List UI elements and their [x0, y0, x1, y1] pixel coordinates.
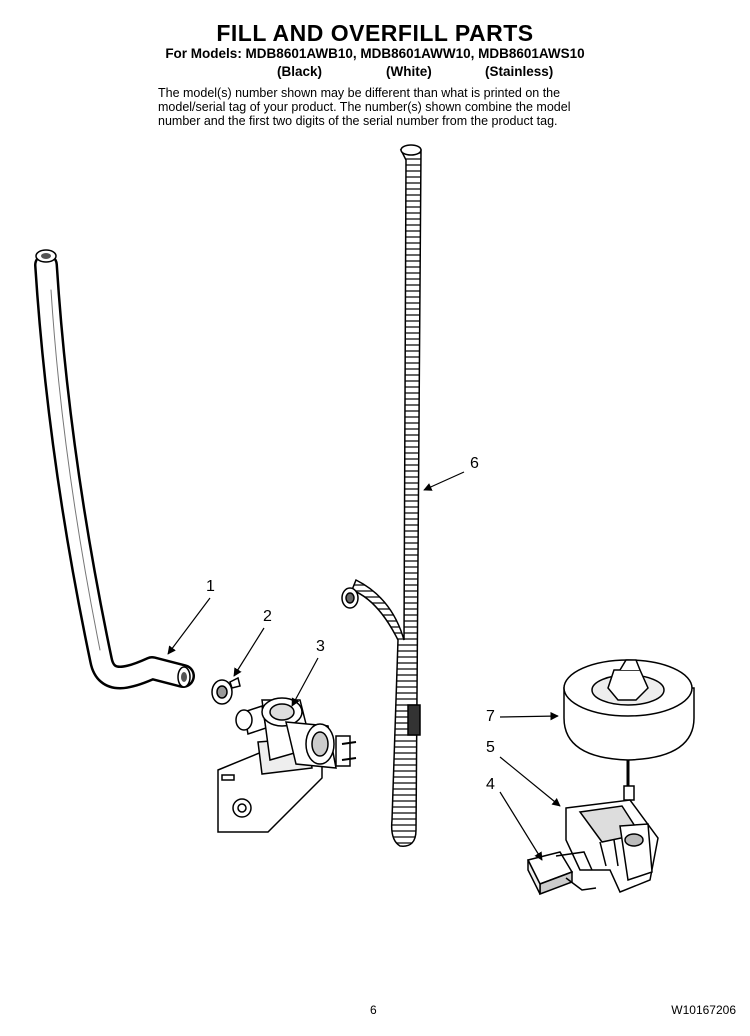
switch-bracket — [565, 799, 659, 893]
finish-white: (White) — [386, 64, 432, 79]
water-valve — [217, 697, 357, 833]
callout-2: 2 — [263, 608, 272, 625]
callout-5: 5 — [486, 739, 495, 756]
model-note-line: model/serial tag of your product. The nu… — [158, 100, 571, 114]
callout-4: 4 — [486, 776, 495, 793]
finish-stainless: (Stainless) — [485, 64, 554, 79]
callout-6: 6 — [470, 455, 479, 472]
model-note-line: number and the first two digits of the s… — [158, 114, 558, 128]
document-number: W10167206 — [671, 1003, 736, 1017]
finish-black: (Black) — [277, 64, 323, 79]
float-cap — [563, 659, 695, 801]
page-title: FILL AND OVERFILL PARTS — [216, 20, 534, 46]
callout-1: 1 — [206, 578, 215, 595]
page-number: 6 — [370, 1003, 377, 1017]
callout-3: 3 — [316, 638, 325, 655]
model-note-line: The model(s) number shown may be differe… — [158, 86, 561, 100]
callout-7: 7 — [486, 708, 495, 725]
hose-clamp — [211, 676, 241, 705]
model-note: The model(s) number shown may be differe… — [158, 86, 608, 128]
model-list: For Models: MDB8601AWB10, MDB8601AWW10, … — [165, 46, 585, 61]
overfill-hose — [341, 144, 422, 847]
fill-tube — [34, 249, 195, 690]
callout-leaders — [167, 471, 561, 861]
